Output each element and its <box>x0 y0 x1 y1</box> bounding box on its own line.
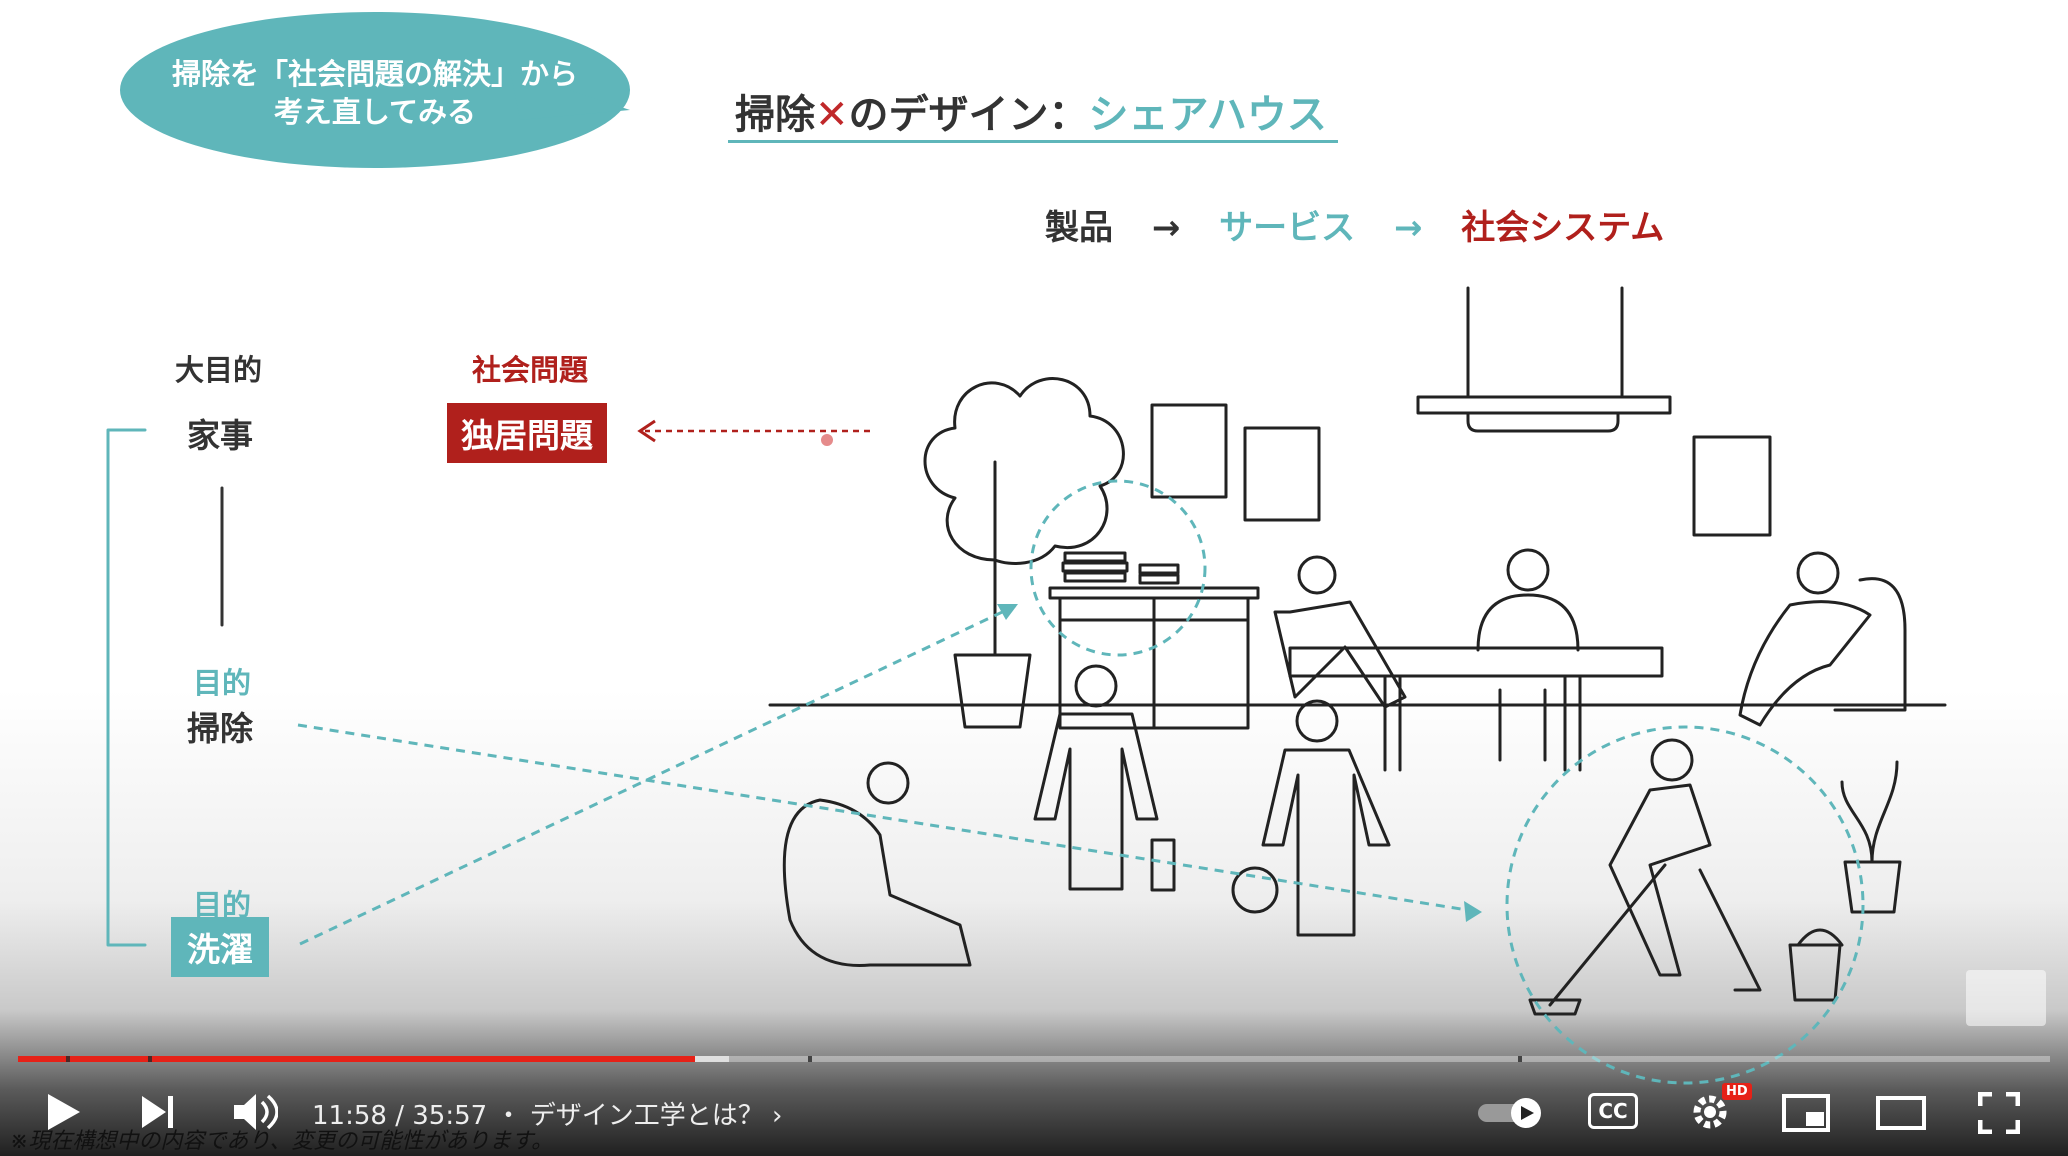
chapter-marker <box>808 1056 812 1062</box>
channel-watermark-icon[interactable] <box>1966 970 2046 1026</box>
volume-icon[interactable] <box>230 1090 278 1134</box>
disclaimer-text: ※現在構想中の内容であり、変更の可能性があります。 <box>10 1129 554 1154</box>
social-issue-label: 社会問題 <box>472 353 589 387</box>
title-suffix: シェアハウス <box>1088 92 1327 138</box>
progress-played <box>18 1056 695 1062</box>
progress-bar[interactable] <box>18 1056 2050 1062</box>
slide-title: 掃除✕のデザイン：シェアハウス <box>735 82 1327 140</box>
chapter-marker <box>148 1056 152 1062</box>
time-separator: / <box>395 1101 404 1131</box>
theater-mode-icon[interactable] <box>1876 1096 1926 1130</box>
time-current: 11:58 <box>312 1101 387 1131</box>
major-purpose-label: 大目的 <box>175 353 263 387</box>
flow-service: サービス <box>1219 208 1356 248</box>
chapter-marker <box>66 1056 70 1062</box>
speech-bubble <box>120 12 630 168</box>
title-mid: のデザイン： <box>848 92 1089 138</box>
chapter-marker <box>1518 1056 1522 1062</box>
social-issue-box: 独居問題 <box>447 403 607 463</box>
flow-row: 製品 → サービス → 社会システム <box>1045 200 1692 249</box>
flow-social-system: 社会システム <box>1461 208 1665 248</box>
bubble-line-2: 考え直してみる <box>273 95 477 129</box>
purpose-laundry-box: 洗濯 <box>171 917 269 977</box>
flow-arrow-2: → <box>1393 208 1423 248</box>
bubble-line-1: 掃除を「社会問題の解決」から <box>171 57 578 91</box>
major-purpose-value: 家事 <box>187 416 253 455</box>
flow-product: 製品 <box>1045 208 1113 248</box>
chapter-separator: ・ <box>495 1101 522 1131</box>
chapter-title[interactable]: デザイン工学とは？ <box>529 1101 764 1131</box>
time-total: 35:57 <box>412 1101 488 1131</box>
settings-gear-icon[interactable] <box>1688 1090 1732 1134</box>
play-icon[interactable] <box>42 1090 82 1134</box>
hd-badge: HD <box>1722 1083 1752 1100</box>
purpose-cleaning: 掃除 <box>187 709 253 748</box>
fullscreen-icon[interactable] <box>1978 1092 2020 1134</box>
purpose-label-1: 目的 <box>193 666 252 700</box>
miniplayer-icon[interactable] <box>1782 1094 1830 1132</box>
chevron-right-icon[interactable]: › <box>772 1101 783 1131</box>
bubble-text: 掃除を「社会問題の解決」から 考え直してみる <box>150 55 600 131</box>
flow-arrow-1: → <box>1151 208 1181 248</box>
time-display: 11:58 / 35:57 ・ デザイン工学とは？ › <box>312 1095 782 1132</box>
title-prefix: 掃除 <box>735 92 815 138</box>
captions-button[interactable]: CC <box>1588 1093 1638 1129</box>
cross-mark-icon: ✕ <box>815 92 849 138</box>
autoplay-toggle[interactable] <box>1476 1096 1546 1130</box>
title-underline <box>728 140 1338 143</box>
purpose-label-2: 目的 <box>193 888 252 922</box>
next-icon[interactable] <box>138 1092 178 1132</box>
